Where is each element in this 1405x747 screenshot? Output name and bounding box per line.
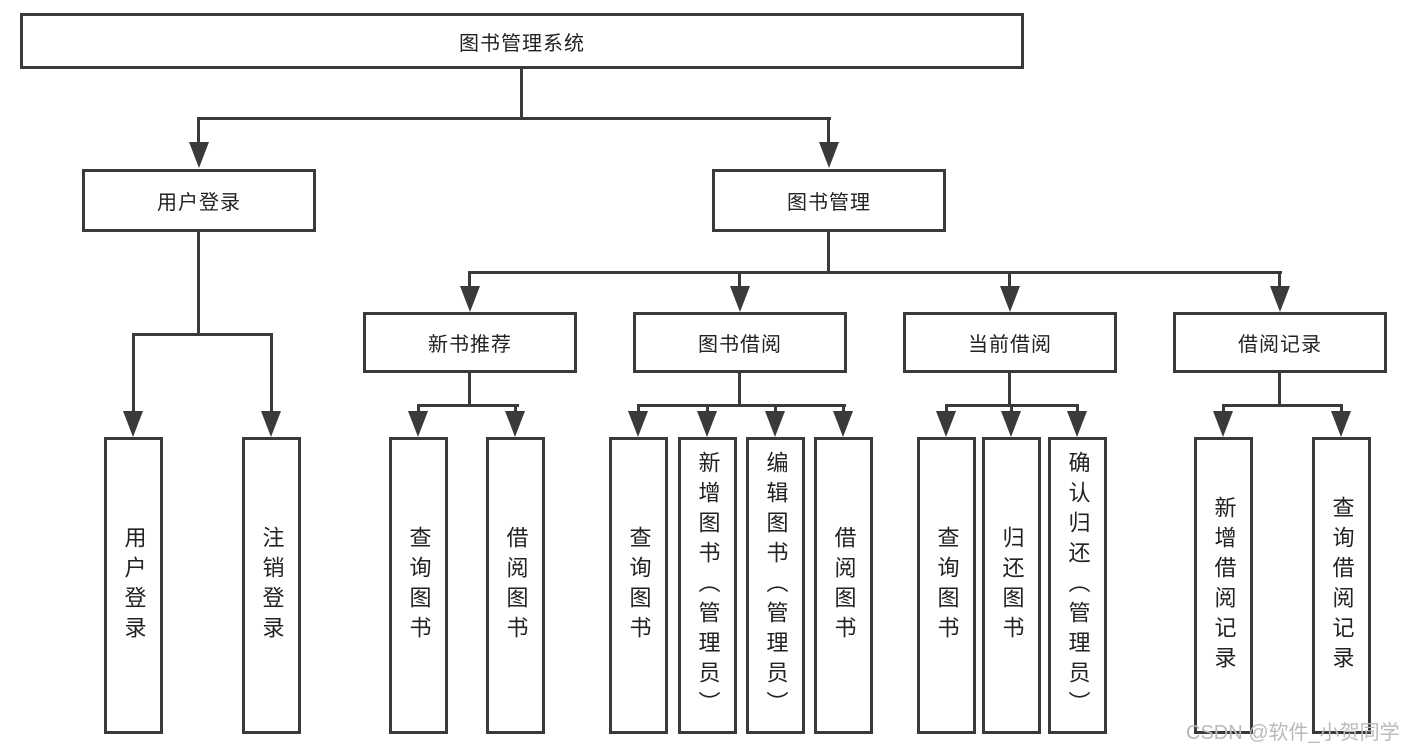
leaf-label: 注销登录: [259, 525, 285, 646]
arrow-down-icon: [1331, 411, 1351, 437]
connector-line: [1008, 373, 1011, 407]
connector-line: [738, 271, 741, 289]
leaf-query-books-borrow: 查询图书: [609, 437, 668, 734]
leaf-confirm-return-admin: 确认归还（管理员）: [1048, 437, 1107, 734]
connector-line: [827, 232, 830, 274]
connector-line: [417, 404, 519, 407]
leaf-return-book: 归还图书: [982, 437, 1041, 734]
arrow-down-icon: [1067, 411, 1087, 437]
arrow-down-icon: [730, 286, 750, 312]
arrow-down-icon: [1213, 411, 1233, 437]
connector-line: [1222, 404, 1343, 407]
leaf-query-books-recommend: 查询图书: [389, 437, 448, 734]
arrow-down-icon: [189, 142, 209, 168]
node-label: 用户登录: [157, 192, 241, 214]
watermark: CSDN @软件_小贺同学: [1186, 722, 1400, 744]
leaf-add-book-admin: 新增图书（管理员）: [678, 437, 737, 734]
leaf-label: 编辑图书（管理员）: [763, 450, 789, 721]
connector-line: [637, 404, 846, 407]
connector-line: [842, 404, 845, 416]
arrow-down-icon: [123, 411, 143, 437]
node-new-book-recommend: 新书推荐: [363, 312, 577, 373]
connector-line: [1340, 404, 1343, 416]
node-label: 图书借阅: [698, 334, 782, 356]
connector-line: [468, 373, 471, 407]
connector-line: [1008, 271, 1011, 289]
node-borrow-records: 借阅记录: [1173, 312, 1387, 373]
arrow-down-icon: [460, 286, 480, 312]
connector-line: [520, 69, 523, 119]
arrow-down-icon: [261, 411, 281, 437]
arrow-down-icon: [505, 411, 525, 437]
connector-line: [774, 404, 777, 416]
connector-line: [945, 404, 948, 416]
arrow-down-icon: [408, 411, 428, 437]
leaf-label: 借阅图书: [503, 525, 529, 646]
leaf-label: 查询图书: [626, 525, 652, 646]
leaf-label: 借阅图书: [831, 525, 857, 646]
connector-line: [1278, 271, 1281, 289]
node-label: 新书推荐: [428, 334, 512, 356]
connector-line: [1076, 404, 1079, 416]
arrow-down-icon: [1270, 286, 1290, 312]
connector-line: [197, 117, 831, 120]
connector-line: [1222, 404, 1225, 416]
node-book-borrow: 图书借阅: [633, 312, 847, 373]
connector-line: [417, 404, 420, 416]
connector-line: [197, 117, 200, 147]
leaf-label: 新增借阅记录: [1211, 495, 1237, 676]
leaf-user-login: 用户登录: [104, 437, 163, 734]
leaf-label: 查询图书: [934, 525, 960, 646]
root-node: 图书管理系统: [20, 13, 1024, 69]
connector-line: [827, 117, 830, 147]
connector-line: [132, 333, 273, 336]
arrow-down-icon: [936, 411, 956, 437]
connector-line: [1278, 373, 1281, 407]
leaf-add-borrow-record: 新增借阅记录: [1194, 437, 1253, 734]
connector-line: [637, 404, 640, 416]
arrow-down-icon: [833, 411, 853, 437]
leaf-edit-book-admin: 编辑图书（管理员）: [746, 437, 805, 734]
node-current-borrow: 当前借阅: [903, 312, 1117, 373]
node-label: 图书管理: [787, 192, 871, 214]
connector-line: [514, 404, 517, 416]
leaf-query-books-current: 查询图书: [917, 437, 976, 734]
node-user-login: 用户登录: [82, 169, 316, 232]
arrow-down-icon: [765, 411, 785, 437]
node-label: 当前借阅: [968, 334, 1052, 356]
leaf-label: 用户登录: [121, 525, 147, 646]
connector-line: [132, 333, 135, 413]
leaf-borrow-books-borrow: 借阅图书: [814, 437, 873, 734]
arrow-down-icon: [628, 411, 648, 437]
connector-line: [1010, 404, 1013, 416]
connector-line: [468, 271, 1282, 274]
connector-line: [197, 232, 200, 335]
leaf-label: 归还图书: [999, 525, 1025, 646]
leaf-query-borrow-record: 查询借阅记录: [1312, 437, 1371, 734]
connector-line: [270, 333, 273, 413]
connector-line: [468, 271, 471, 289]
connector-line: [706, 404, 709, 416]
leaf-logout: 注销登录: [242, 437, 301, 734]
arrow-down-icon: [819, 142, 839, 168]
connector-line: [738, 373, 741, 407]
node-label: 借阅记录: [1238, 334, 1322, 356]
root-node-label: 图书管理系统: [459, 32, 585, 55]
node-book-management: 图书管理: [712, 169, 946, 232]
arrow-down-icon: [697, 411, 717, 437]
leaf-label: 确认归还（管理员）: [1065, 450, 1091, 721]
leaf-label: 查询借阅记录: [1329, 495, 1355, 676]
arrow-down-icon: [1001, 411, 1021, 437]
leaf-label: 查询图书: [406, 525, 432, 646]
leaf-label: 新增图书（管理员）: [695, 450, 721, 721]
leaf-borrow-books-recommend: 借阅图书: [486, 437, 545, 734]
arrow-down-icon: [1000, 286, 1020, 312]
